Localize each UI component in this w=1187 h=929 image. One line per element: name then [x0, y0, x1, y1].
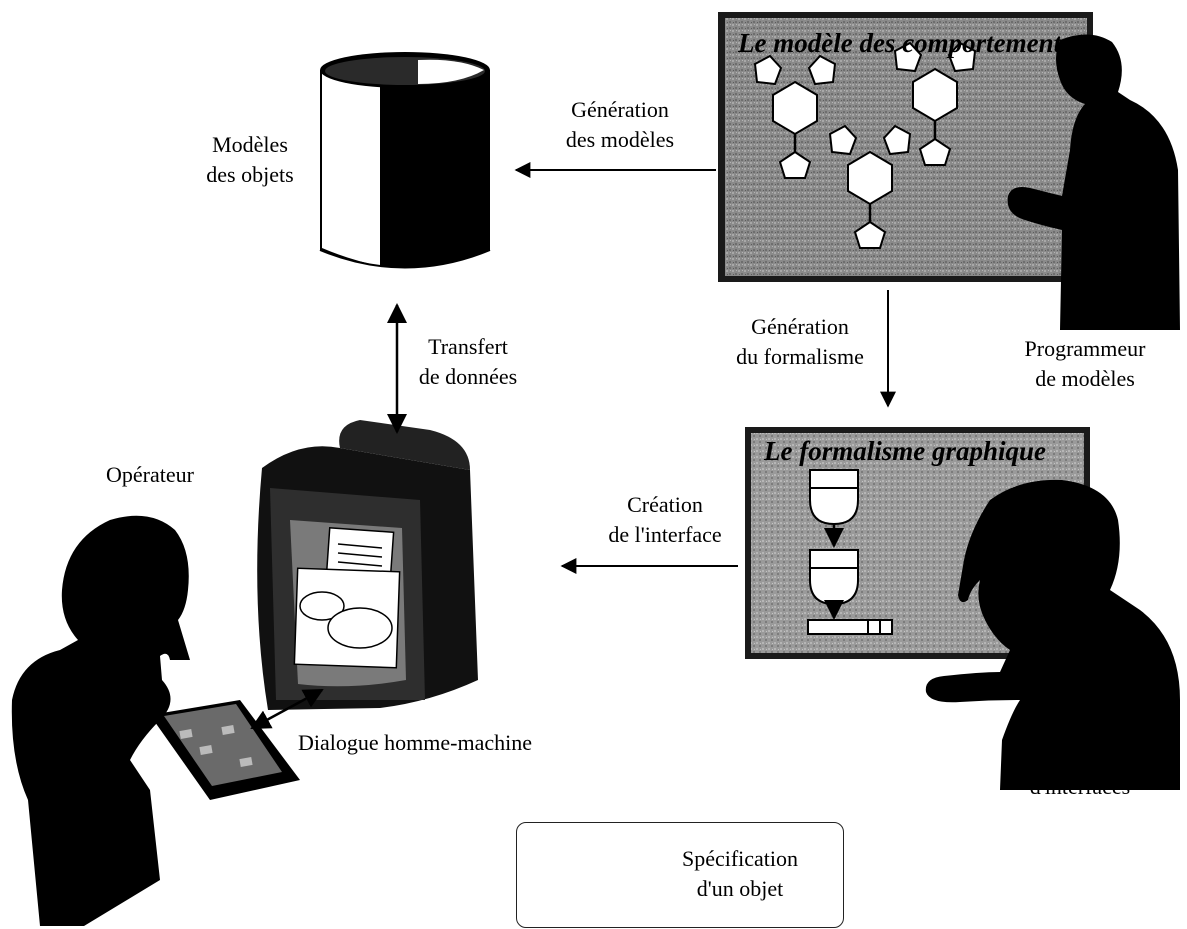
behaviors-panel-title: Le modèle des comportements [738, 28, 1072, 58]
legend-box [516, 822, 844, 928]
operator-silhouette [11, 515, 300, 926]
formalism-panel-title: Le formalisme graphique [764, 436, 1046, 466]
behaviors-panel [718, 12, 1093, 282]
interface-programmer-silhouette [925, 479, 1180, 790]
dialogue-label: Dialogue homme-machine [298, 730, 532, 755]
computer-monitor [257, 420, 478, 710]
model-programmer-silhouette [1007, 34, 1180, 330]
operator-label: Opérateur [106, 462, 194, 487]
dialogue-arrow [250, 688, 324, 730]
database-cylinder-icon [319, 52, 491, 269]
